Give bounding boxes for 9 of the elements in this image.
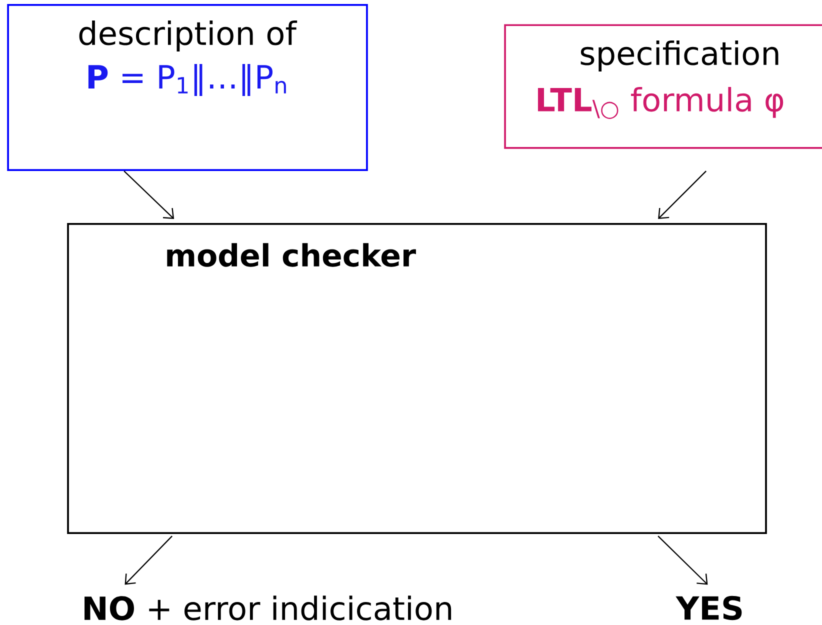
description-box: description of P = P$_{1}$‖…‖P$_{n}$ bbox=[7, 4, 368, 171]
model-checker-box: model checker bbox=[67, 223, 767, 534]
arrow bbox=[658, 536, 708, 585]
arrow bbox=[124, 536, 172, 585]
result-label: YES bbox=[676, 596, 742, 620]
result-label: NO + error indicication bbox=[84, 596, 452, 620]
arrow bbox=[658, 170, 707, 220]
specification-box: specification LTL$_{\○}$ formula φ bbox=[504, 24, 822, 149]
arrow bbox=[124, 170, 174, 220]
